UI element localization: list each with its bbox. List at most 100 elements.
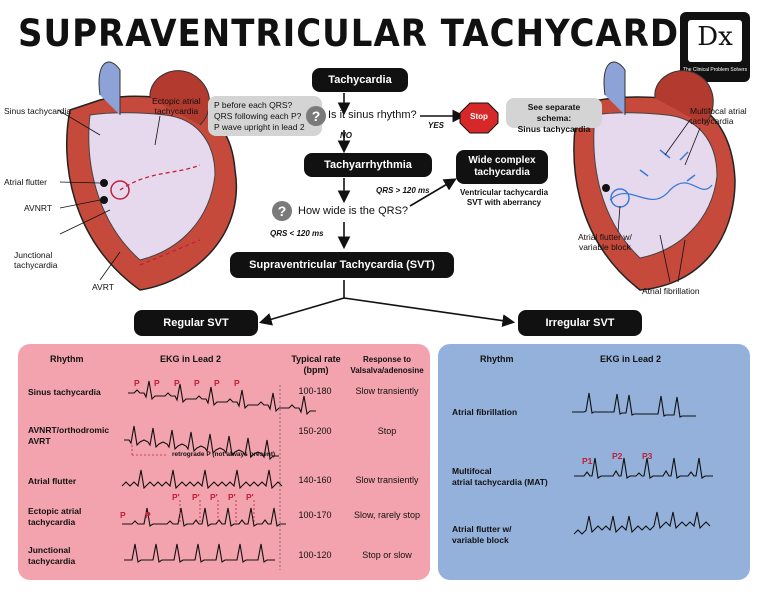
right-heart-leaders — [617, 119, 701, 283]
svt-box: Supraventricular Tachycardia (SVT) — [230, 252, 454, 278]
regular-svt-box: Regular SVT — [134, 310, 258, 336]
left-heart-icon — [65, 61, 238, 291]
wide-causes: Ventricular tachycardia SVT with aberran… — [456, 188, 552, 208]
p-marker-ectopic-1: P — [120, 510, 126, 520]
row-avnrt-response: Stop — [377, 426, 397, 436]
regular-header-rate-line-2: (bpm) — [303, 365, 329, 375]
mat-p2-label: P2 — [612, 451, 623, 461]
sinus-criteria-box: P before each QRS? QRS following each P?… — [208, 96, 322, 136]
row-junctional-name: Junctional tachycardia — [28, 545, 75, 567]
p-prime-marker-1: P' — [172, 492, 180, 502]
label-flutter-variable: Atrial flutter w/ variable block — [578, 232, 632, 252]
logo: Dx The Clinical Problem Solvers — [680, 12, 750, 82]
row-junctional-name-line-2: tachycardia — [28, 556, 76, 566]
regular-header-ekg: EKG in Lead 2 — [160, 354, 222, 364]
p-marker-ectopic-2: P — [145, 510, 151, 520]
p-marker-sinus-5: P — [214, 378, 220, 388]
row-mat-name-line-1: Multifocal — [452, 466, 492, 476]
right-heart-icon — [573, 61, 736, 291]
sinus-question: Is it sinus rhythm? — [328, 109, 417, 121]
irregular-ekg-traces — [572, 392, 713, 535]
row-flutter-rate: 140-160 — [298, 475, 332, 485]
page-title: SUPRAVENTRICULAR TACHYCARDIA — [18, 12, 721, 56]
row-mat-name: Multifocal atrial tachycardia (MAT) — [452, 466, 548, 488]
p-marker-sinus-3: P — [174, 378, 180, 388]
row-junctional-rate: 100-120 — [298, 550, 332, 560]
p-prime-marker-4: P' — [228, 492, 236, 502]
logo-subtitle: The Clinical Problem Solvers — [682, 67, 748, 73]
row-flutter-variable-name-line-1: Atrial flutter w/ — [452, 524, 512, 534]
regular-header-response-line-1: Response to — [362, 355, 411, 364]
label-mat: Multifocal atrial tachycardia — [690, 106, 747, 126]
regular-header-response: Response to Valsalva/adenosine — [346, 354, 428, 376]
see-separate-box: See separate schema: Sinus tachycardia — [506, 98, 602, 134]
row-flutter-variable-name-line-2: variable block — [452, 535, 509, 545]
irregular-header-rhythm: Rhythm — [480, 354, 514, 364]
sinus-criterion-1: P before each QRS? — [214, 100, 293, 110]
retrograde-note: retrograde P (not always present) — [172, 451, 276, 458]
label-avnrt: AVNRT — [24, 203, 53, 213]
irregular-header-ekg: EKG in Lead 2 — [600, 354, 662, 364]
row-avnrt-name-line-2: AVRT — [28, 436, 51, 446]
irregular-svt-box: Irregular SVT — [518, 310, 642, 336]
row-ectopic-name-line-1: Ectopic atrial — [28, 506, 82, 516]
stop-label: Stop — [470, 112, 488, 121]
label-junctional-line-1: Junctional — [14, 250, 53, 260]
label-sinus-tachycardia: Sinus tachycardia — [4, 106, 72, 116]
mat-p3-label: P3 — [642, 451, 653, 461]
row-ectopic-response: Slow, rarely stop — [353, 510, 421, 520]
row-ectopic-name-line-2: tachycardia — [28, 517, 76, 527]
p-prime-marker-3: P' — [210, 492, 218, 502]
stop-sign-icon — [459, 102, 499, 134]
p-marker-sinus-6: P — [234, 378, 240, 388]
logo-mark: Dx — [697, 22, 733, 52]
qrs-narrow-label: QRS < 120 ms — [270, 229, 324, 238]
p-prime-marker-5: P' — [246, 492, 254, 502]
row-avnrt-rate: 150-200 — [298, 426, 332, 436]
wide-complex-line-1: Wide complex — [468, 155, 536, 166]
wide-complex-box: Wide complex tachycardia — [456, 150, 548, 184]
flow-arrows — [258, 93, 516, 327]
mat-p1-label: P1 — [582, 456, 593, 466]
qrs-wide-label: QRS > 120 ms — [376, 186, 430, 195]
yes-label: YES — [428, 121, 445, 130]
row-flutter-variable-name: Atrial flutter w/ variable block — [452, 524, 512, 546]
question-icon-2: ? — [272, 201, 292, 221]
p-prime-marker-2: P' — [192, 492, 200, 502]
row-sinus-rate: 100-180 — [298, 386, 332, 396]
regular-header-rate: Typical rate (bpm) — [284, 354, 348, 376]
wide-cause-aberrancy: SVT with aberrancy — [466, 198, 542, 207]
see-separate-line-1: See separate schema: — [527, 102, 581, 123]
no-label: NO — [340, 131, 352, 140]
label-mat-line-1: Multifocal atrial — [690, 106, 747, 116]
row-afib-name: Atrial fibrillation — [452, 407, 518, 417]
p-marker-sinus-4: P — [194, 378, 200, 388]
row-mat-name-line-2: atrial tachycardia (MAT) — [452, 477, 548, 487]
question-icon: ? — [306, 106, 326, 126]
row-sinus-response: Slow transiently — [355, 386, 419, 396]
p-marker-sinus-1: P — [134, 378, 140, 388]
label-ectopic-line-2: tachycardia — [154, 106, 199, 116]
p-marker-sinus-2: P — [154, 378, 160, 388]
row-avnrt-name-line-1: AVNRT/orthodromic — [28, 425, 110, 435]
wide-cause-vt: Ventricular tachycardia — [459, 188, 549, 197]
wide-complex-line-2: tachycardia — [474, 167, 530, 178]
label-ectopic-atrial: Ectopic atrial tachycardia — [152, 96, 201, 116]
label-atrial-fibrillation: Atrial fibrillation — [642, 286, 700, 296]
label-avrt: AVRT — [92, 282, 114, 292]
row-ectopic-rate: 100-170 — [298, 510, 332, 520]
label-atrial-flutter: Atrial flutter — [4, 177, 47, 187]
ekg-annotation-lines — [131, 445, 255, 524]
sinus-criterion-3: P wave upright in lead 2 — [214, 122, 305, 132]
label-junctional: Junctional tachycardia — [14, 250, 57, 270]
label-flutter-variable-line-2: variable block — [578, 242, 631, 252]
regular-header-rate-line-1: Typical rate — [291, 354, 341, 364]
row-avnrt-name: AVNRT/orthodromic AVRT — [28, 425, 109, 447]
regular-header-response-line-2: Valsalva/adenosine — [350, 366, 424, 375]
row-ectopic-name: Ectopic atrial tachycardia — [28, 506, 81, 528]
see-separate-line-2: Sinus tachycardia — [517, 124, 591, 134]
row-junctional-response: Stop or slow — [362, 550, 412, 560]
sinus-criterion-2: QRS following each P? — [214, 111, 302, 121]
row-sinus-name: Sinus tachycardia — [28, 387, 101, 397]
